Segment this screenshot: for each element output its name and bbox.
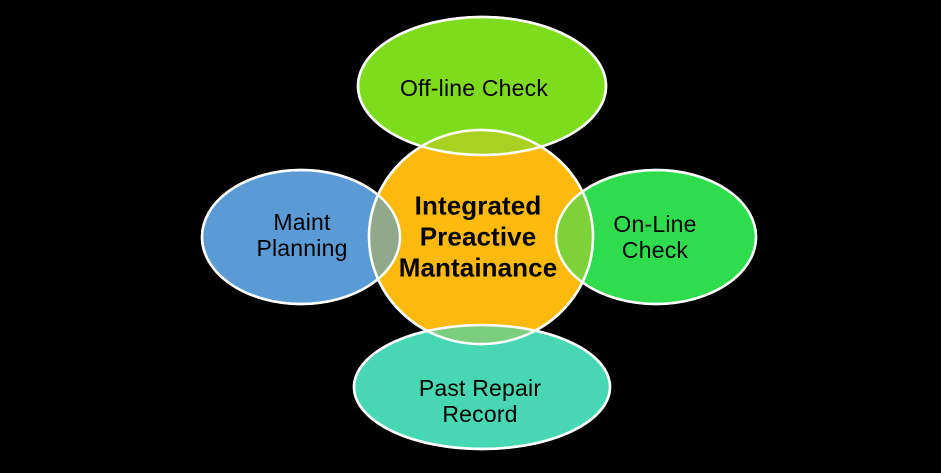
label-line: On-Line	[613, 211, 697, 237]
label-line: Off-line Check	[399, 75, 549, 101]
center-label-integrated-preactive-mantainance: Integrated Preactive Mantainance	[399, 191, 558, 284]
node-label-maint-planning: Maint Planning	[256, 209, 347, 261]
outline-bottom	[352, 323, 612, 451]
label-line: Check	[621, 237, 689, 263]
node-label-online-check: On-Line Check	[613, 211, 696, 263]
label-line: Record	[442, 401, 518, 427]
outline-center	[367, 128, 595, 346]
node-label-offline-check: Off-line Check	[400, 75, 548, 101]
label-line: Preactive	[419, 221, 537, 252]
node-label-past-repair-record: Past Repair Record	[419, 375, 541, 427]
label-line: Past Repair	[418, 375, 542, 401]
label-line: Planning	[256, 235, 348, 261]
label-line: Mantainance	[398, 252, 558, 283]
label-line: Integrated	[414, 190, 542, 221]
outline-left	[200, 168, 402, 306]
outline-top	[356, 15, 608, 157]
outline-right	[554, 168, 758, 306]
label-line: Maint	[273, 209, 331, 235]
